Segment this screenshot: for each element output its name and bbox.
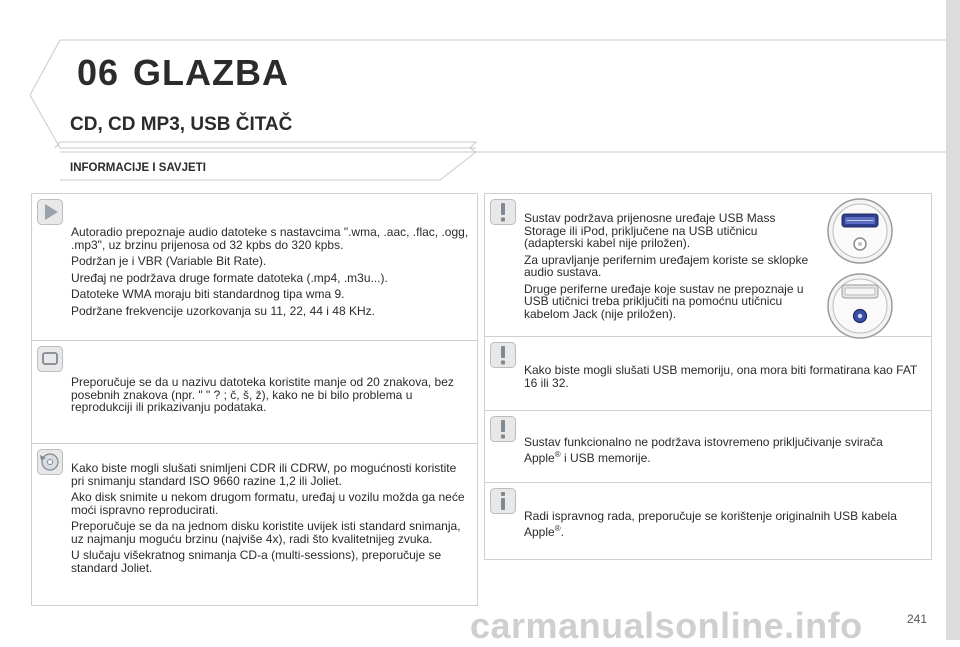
section-title: CD, CD MP3, USB ČITAČ <box>70 114 293 135</box>
watermark: carmanualsonline.info <box>470 605 863 646</box>
page-number: 241 <box>907 612 928 626</box>
paragraph: Za upravljanje perifernim uređajem koris… <box>524 252 809 279</box>
chapter-title: GLAZBA <box>133 52 289 93</box>
info-icon <box>490 488 516 514</box>
text: Radi ispravnog rada, preporučuje se kori… <box>524 509 897 539</box>
paragraph: Sustav funkcionalno ne podržava istovrem… <box>524 436 919 464</box>
paragraph: Podržane frekvencije uzorkovanja su 11, … <box>71 303 375 318</box>
left-info-panel <box>31 193 478 606</box>
paragraph: Datoteke WMA moraju biti standardnog tip… <box>71 287 345 301</box>
paragraph: Preporučuje se da u nazivu datoteka kori… <box>71 375 454 414</box>
paragraph: Kako biste mogli slušati snimljeni CDR i… <box>71 461 457 488</box>
screen-icon <box>37 346 63 372</box>
paragraph: Radi ispravnog rada, preporučuje se kori… <box>524 510 919 538</box>
left-block-2-text: Preporučuje se da u nazivu datoteka kori… <box>71 376 471 418</box>
paragraph: Autoradio prepoznaje audio datoteke s na… <box>71 225 469 252</box>
left-block-3-text: Kako biste mogli slušati snimljeni CDR i… <box>71 462 471 578</box>
paragraph: Druge periferne uređaje koje sustav ne p… <box>524 281 804 321</box>
text: . <box>560 524 564 539</box>
warning-icon <box>490 342 516 368</box>
row-divider <box>484 410 931 411</box>
header-lines <box>29 39 946 181</box>
paragraph: Preporučuje se da na jednom disku korist… <box>71 519 461 546</box>
paragraph: Uređaj ne podržava druge formate datotek… <box>71 270 388 285</box>
right-block-4-text: Radi ispravnog rada, preporučuje se kori… <box>524 510 919 542</box>
paragraph: Sustav podržava prijenosne uređaje USB M… <box>524 211 776 250</box>
row-divider <box>31 443 477 444</box>
subsection-title: INFORMACIJE I SAVJETI <box>70 162 206 174</box>
paragraph: Kako biste mogli slušati USB memoriju, o… <box>524 363 918 390</box>
warning-icon <box>490 416 516 442</box>
warning-icon <box>490 199 516 225</box>
left-block-1-text: Autoradio prepoznaje audio datoteke s na… <box>71 226 471 321</box>
registered-mark: ® <box>554 523 561 533</box>
paragraph: Ako disk snimite u nekom drugom formatu,… <box>71 490 465 517</box>
cd-disc-icon <box>37 449 63 475</box>
right-block-2-text: Kako biste mogli slušati USB memoriju, o… <box>524 364 919 393</box>
row-divider <box>31 340 477 341</box>
right-block-3-text: Sustav funkcionalno ne podržava istovrem… <box>524 436 919 468</box>
page-edge-strip <box>946 0 960 640</box>
row-divider <box>484 482 931 483</box>
registered-mark: ® <box>554 449 561 459</box>
text: Sustav funkcionalno ne podržava istovrem… <box>524 435 883 465</box>
usb-port-icon <box>827 198 893 264</box>
paragraph: U slučaju višekratnog snimanja CD-a (mul… <box>71 548 442 575</box>
right-block-1-text: Sustav podržava prijenosne uređaje USB M… <box>524 212 814 324</box>
jack-port-icon <box>827 273 893 339</box>
play-arrow-icon <box>37 199 63 225</box>
paragraph: Podržan je i VBR (Variable Bit Rate). <box>71 254 267 268</box>
text: i USB memorije. <box>560 450 651 465</box>
chapter-number: 06 <box>77 52 120 93</box>
row-divider <box>484 336 931 337</box>
